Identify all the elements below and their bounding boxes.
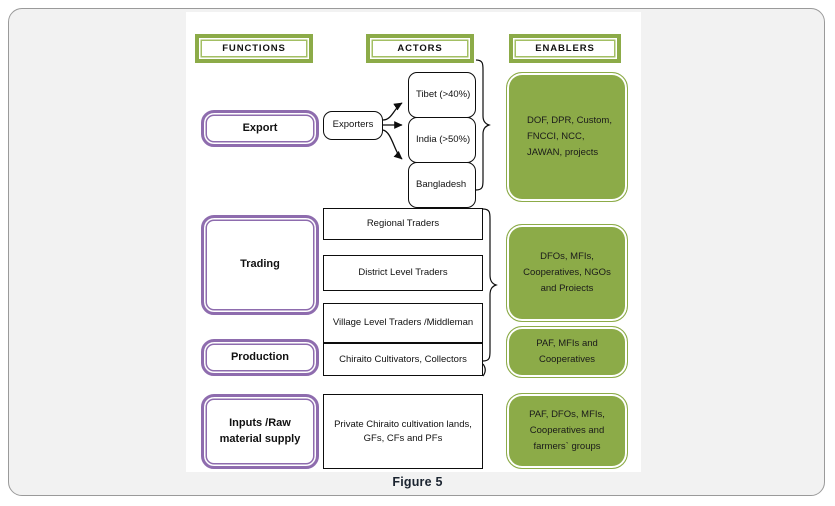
actor-box-chiraito-cultivators[interactable]: Chiraito Cultivators, Collectors xyxy=(323,343,483,376)
figure-card: FUNCTIONS ACTORS ENABLERS Export Trading… xyxy=(8,8,825,496)
function-box-trading[interactable]: Trading xyxy=(201,215,319,315)
enabler-box-inputs[interactable]: PAF, DFOs, MFIs, Cooperatives and farmer… xyxy=(506,393,628,469)
arrow-exporters-to-tibet xyxy=(382,102,403,121)
function-box-production[interactable]: Production xyxy=(201,339,319,376)
arrow-exporters-to-bangladesh xyxy=(382,129,403,160)
actor-box-bangladesh[interactable]: Bangladesh xyxy=(408,162,476,208)
enabler-box-export[interactable]: DOF, DPR, Custom, FNCCI, NCC, JAWAN, pro… xyxy=(506,72,628,202)
actor-box-district-level-traders-label: District Level Traders xyxy=(358,267,448,279)
actor-box-bangladesh-label: Bangladesh xyxy=(416,178,467,190)
enabler-box-production-label: PAF, MFIs and Cooperatives xyxy=(536,337,598,365)
function-box-inputs-raw-material-supply-label: Inputs /Raw material supply xyxy=(219,416,301,445)
function-box-trading-label: Trading xyxy=(240,258,280,271)
actor-box-village-level-traders-label: Village Level Traders /Middleman xyxy=(332,317,474,329)
column-header-functions-label: FUNCTIONS xyxy=(222,43,286,54)
enabler-box-export-label: DOF, DPR, Custom, FNCCI, NCC, JAWAN, pro… xyxy=(527,114,612,159)
brace-production-tail xyxy=(482,363,486,377)
function-box-inputs-raw-material-supply[interactable]: Inputs /Raw material supply xyxy=(201,394,319,469)
figure-caption: Figure 5 xyxy=(392,475,443,489)
actor-box-india[interactable]: India (>50%) xyxy=(408,117,476,163)
column-header-enablers: ENABLERS xyxy=(509,34,621,63)
actor-box-village-level-traders[interactable]: Village Level Traders /Middleman xyxy=(323,303,483,343)
brace-destinations xyxy=(475,59,491,191)
column-header-actors-label: ACTORS xyxy=(397,43,443,54)
function-box-production-label: Production xyxy=(230,350,290,363)
actor-box-private-chiraito-lands[interactable]: Private Chiraito cultivation lands, GFs,… xyxy=(323,394,483,469)
actor-box-tibet[interactable]: Tibet (>40%) xyxy=(408,72,476,118)
column-header-enablers-label: ENABLERS xyxy=(535,43,595,54)
column-header-actors: ACTORS xyxy=(366,34,474,63)
actor-box-private-chiraito-lands-label: Private Chiraito cultivation lands, GFs,… xyxy=(334,418,472,444)
actor-box-exporters[interactable]: Exporters xyxy=(323,111,383,140)
enabler-box-inputs-label: PAF, DFOs, MFIs, Cooperatives and farmer… xyxy=(529,408,605,453)
diagram-panel: FUNCTIONS ACTORS ENABLERS Export Trading… xyxy=(186,12,641,472)
enabler-box-trading-label: DFOs, MFIs, Cooperatives, NGOs and Proie… xyxy=(523,250,611,295)
actor-box-tibet-label: Tibet (>40%) xyxy=(416,88,471,100)
actor-box-india-label: India (>50%) xyxy=(416,133,471,145)
function-box-export-label: Export xyxy=(242,121,278,134)
brace-trading-chain xyxy=(482,208,498,362)
actor-box-exporters-label: Exporters xyxy=(332,119,374,131)
actor-box-regional-traders-label: Regional Traders xyxy=(366,218,440,230)
actor-box-chiraito-cultivators-label: Chiraito Cultivators, Collectors xyxy=(339,353,467,365)
enabler-box-trading[interactable]: DFOs, MFIs, Cooperatives, NGOs and Proie… xyxy=(506,224,628,322)
enabler-box-production[interactable]: PAF, MFIs and Cooperatives xyxy=(506,326,628,378)
actor-box-district-level-traders[interactable]: District Level Traders xyxy=(323,255,483,291)
column-header-functions: FUNCTIONS xyxy=(195,34,313,63)
actor-box-regional-traders[interactable]: Regional Traders xyxy=(323,208,483,240)
function-box-export[interactable]: Export xyxy=(201,110,319,147)
connector-overlay xyxy=(382,59,498,377)
